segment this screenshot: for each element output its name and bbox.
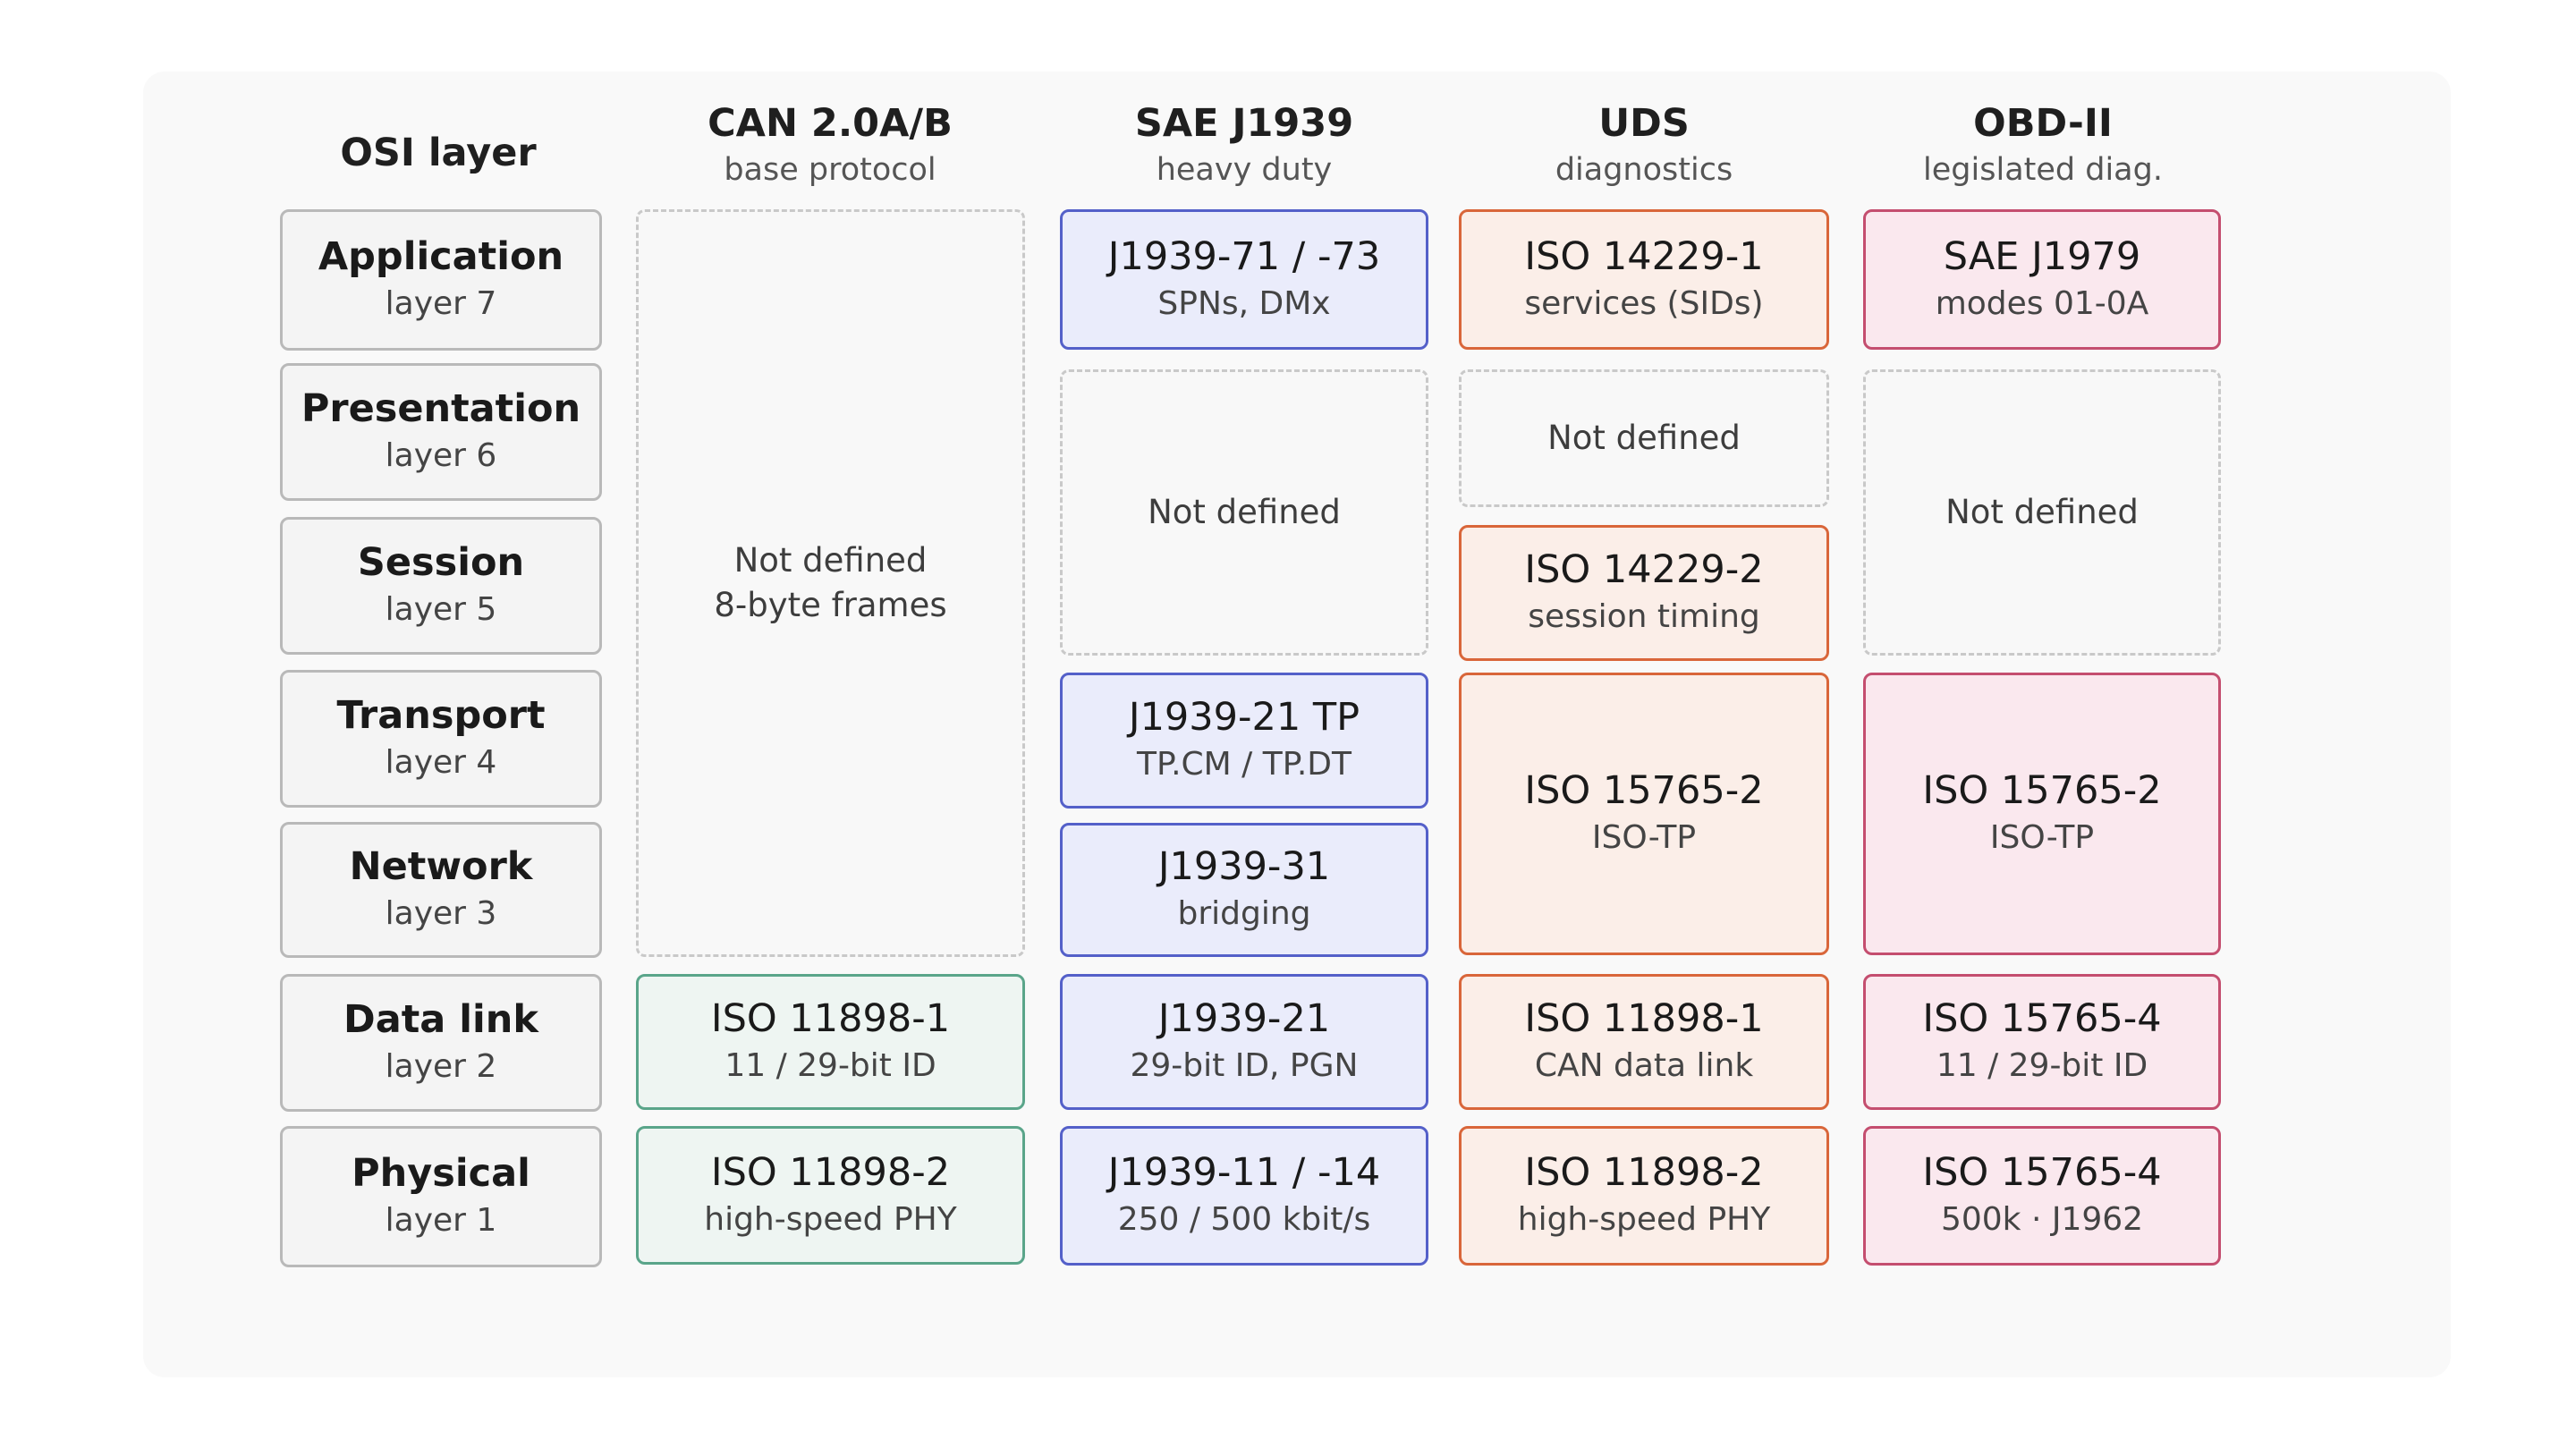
j1939-transport-box: J1939-21 TP TP.CM / TP.DT bbox=[1060, 673, 1428, 809]
can-physical-title: ISO 11898-2 bbox=[710, 1149, 951, 1195]
header-osi: OSI layer bbox=[268, 128, 608, 178]
osi-layer-name: Data link bbox=[343, 997, 538, 1042]
j1939-physical-title: J1939-11 / -14 bbox=[1107, 1150, 1381, 1195]
osi-layer-presentation: Presentation layer 6 bbox=[280, 363, 602, 501]
osi-layer-name: Presentation bbox=[301, 386, 581, 431]
obd-presentation-session-title: Not defined bbox=[1945, 493, 2139, 531]
uds-presentation-title: Not defined bbox=[1547, 419, 1741, 457]
j1939-transport-title: J1939-21 TP bbox=[1128, 695, 1360, 740]
osi-layer-name: Physical bbox=[352, 1151, 530, 1196]
obd-physical-subtitle: 500k · J1962 bbox=[1940, 1201, 2144, 1238]
uds-data-link-subtitle: CAN data link bbox=[1534, 1047, 1754, 1084]
header-uds-title: UDS bbox=[1598, 101, 1690, 146]
header-uds: UDS diagnostics bbox=[1460, 98, 1828, 191]
osi-layer-number: layer 2 bbox=[385, 1048, 497, 1085]
can-data-link-box: ISO 11898-1 11 / 29-bit ID bbox=[636, 974, 1025, 1110]
header-can-title: CAN 2.0A/B bbox=[708, 101, 953, 146]
uds-presentation-box: Not defined bbox=[1459, 369, 1829, 507]
j1939-network-title: J1939-31 bbox=[1157, 844, 1331, 889]
header-uds-subtitle: diagnostics bbox=[1555, 152, 1733, 188]
header-can: CAN 2.0A/B base protocol bbox=[637, 98, 1023, 191]
uds-physical-subtitle: high-speed PHY bbox=[1517, 1201, 1771, 1238]
j1939-network-subtitle: bridging bbox=[1177, 895, 1311, 932]
obd-application-box: SAE J1979 modes 01-0A bbox=[1863, 209, 2221, 350]
j1939-data-link-subtitle: 29-bit ID, PGN bbox=[1130, 1047, 1359, 1084]
header-obd-subtitle: legislated diag. bbox=[1923, 152, 2163, 188]
osi-layer-name: Session bbox=[357, 540, 525, 585]
j1939-physical-box: J1939-11 / -14 250 / 500 kbit/s bbox=[1060, 1126, 1428, 1266]
osi-layer-number: layer 1 bbox=[385, 1202, 497, 1239]
osi-layer-name: Transport bbox=[336, 693, 546, 738]
uds-application-title: ISO 14229-1 bbox=[1524, 233, 1764, 279]
obd-physical-box: ISO 15765-4 500k · J1962 bbox=[1863, 1126, 2221, 1266]
can-data-link-subtitle: 11 / 29-bit ID bbox=[724, 1047, 936, 1084]
uds-transport-network-box: ISO 15765-2 ISO-TP bbox=[1459, 673, 1829, 955]
osi-layer-data-link: Data link layer 2 bbox=[280, 974, 602, 1112]
j1939-presentation-session-box: Not defined bbox=[1060, 369, 1428, 656]
obd-application-subtitle: modes 01-0A bbox=[1935, 284, 2149, 322]
can-physical-box: ISO 11898-2 high-speed PHY bbox=[636, 1126, 1025, 1265]
obd-physical-title: ISO 15765-4 bbox=[1922, 1150, 2162, 1195]
j1939-network-box: J1939-31 bridging bbox=[1060, 823, 1428, 957]
obd-data-link-title: ISO 15765-4 bbox=[1922, 996, 2162, 1041]
obd-transport-network-subtitle: ISO-TP bbox=[1989, 819, 2095, 856]
obd-presentation-session-box: Not defined bbox=[1863, 369, 2221, 656]
j1939-application-title: J1939-71 / -73 bbox=[1107, 233, 1381, 279]
uds-application-box: ISO 14229-1 services (SIDs) bbox=[1459, 209, 1829, 350]
osi-layer-network: Network layer 3 bbox=[280, 822, 602, 958]
obd-data-link-box: ISO 15765-4 11 / 29-bit ID bbox=[1863, 974, 2221, 1110]
osi-layer-number: layer 7 bbox=[385, 285, 497, 322]
header-can-subtitle: base protocol bbox=[724, 152, 936, 188]
osi-layer-number: layer 3 bbox=[385, 895, 497, 932]
can-upper-layers-box: Not defined 8-byte frames bbox=[636, 209, 1025, 957]
osi-layer-number: layer 5 bbox=[385, 591, 497, 628]
j1939-presentation-session-title: Not defined bbox=[1148, 493, 1341, 531]
uds-session-subtitle: session timing bbox=[1528, 598, 1760, 635]
obd-transport-network-box: ISO 15765-2 ISO-TP bbox=[1863, 673, 2221, 955]
obd-transport-network-title: ISO 15765-2 bbox=[1922, 768, 2162, 813]
osi-layer-application: Application layer 7 bbox=[280, 209, 602, 351]
obd-data-link-subtitle: 11 / 29-bit ID bbox=[1936, 1047, 2148, 1084]
uds-physical-title: ISO 11898-2 bbox=[1524, 1150, 1764, 1195]
osi-layer-number: layer 4 bbox=[385, 744, 497, 781]
can-data-link-title: ISO 11898-1 bbox=[710, 996, 951, 1041]
uds-transport-network-title: ISO 15765-2 bbox=[1524, 768, 1764, 813]
can-upper-subtitle: 8-byte frames bbox=[714, 586, 947, 624]
uds-transport-network-subtitle: ISO-TP bbox=[1591, 819, 1697, 856]
j1939-transport-subtitle: TP.CM / TP.DT bbox=[1137, 746, 1352, 783]
j1939-data-link-box: J1939-21 29-bit ID, PGN bbox=[1060, 974, 1428, 1110]
osi-layer-transport: Transport layer 4 bbox=[280, 670, 602, 808]
header-j1939-subtitle: heavy duty bbox=[1156, 152, 1333, 188]
header-obd: OBD-II legislated diag. bbox=[1864, 98, 2222, 191]
can-physical-subtitle: high-speed PHY bbox=[704, 1200, 957, 1238]
uds-physical-box: ISO 11898-2 high-speed PHY bbox=[1459, 1126, 1829, 1266]
uds-data-link-title: ISO 11898-1 bbox=[1524, 996, 1764, 1041]
j1939-physical-subtitle: 250 / 500 kbit/s bbox=[1117, 1201, 1371, 1238]
uds-data-link-box: ISO 11898-1 CAN data link bbox=[1459, 974, 1829, 1110]
j1939-application-box: J1939-71 / -73 SPNs, DMx bbox=[1060, 209, 1428, 350]
header-osi-title: OSI layer bbox=[340, 131, 537, 175]
osi-layer-name: Application bbox=[318, 234, 564, 279]
osi-layer-session: Session layer 5 bbox=[280, 517, 602, 655]
j1939-application-subtitle: SPNs, DMx bbox=[1157, 284, 1331, 322]
obd-application-title: SAE J1979 bbox=[1943, 233, 2141, 279]
header-j1939-title: SAE J1939 bbox=[1134, 101, 1354, 146]
can-upper-title: Not defined bbox=[733, 541, 928, 580]
header-obd-title: OBD-II bbox=[1973, 101, 2113, 146]
uds-application-subtitle: services (SIDs) bbox=[1524, 284, 1764, 322]
uds-session-title: ISO 14229-2 bbox=[1524, 547, 1764, 592]
header-j1939: SAE J1939 heavy duty bbox=[1061, 98, 1428, 191]
uds-session-box: ISO 14229-2 session timing bbox=[1459, 525, 1829, 661]
osi-layer-name: Network bbox=[349, 844, 533, 889]
osi-layer-physical: Physical layer 1 bbox=[280, 1126, 602, 1267]
j1939-data-link-title: J1939-21 bbox=[1157, 996, 1331, 1041]
osi-layer-number: layer 6 bbox=[385, 437, 497, 474]
